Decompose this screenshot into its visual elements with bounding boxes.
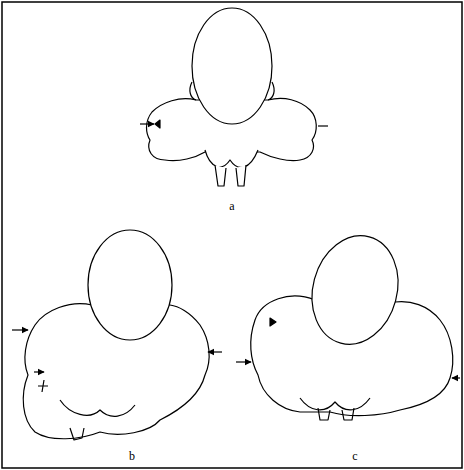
panel-letter: b bbox=[129, 450, 135, 462]
infant-b bbox=[12, 230, 222, 440]
panel-letter: c bbox=[352, 450, 357, 462]
panel-letter: a bbox=[229, 200, 234, 212]
infant-a bbox=[140, 8, 328, 186]
infant-c bbox=[236, 226, 460, 420]
